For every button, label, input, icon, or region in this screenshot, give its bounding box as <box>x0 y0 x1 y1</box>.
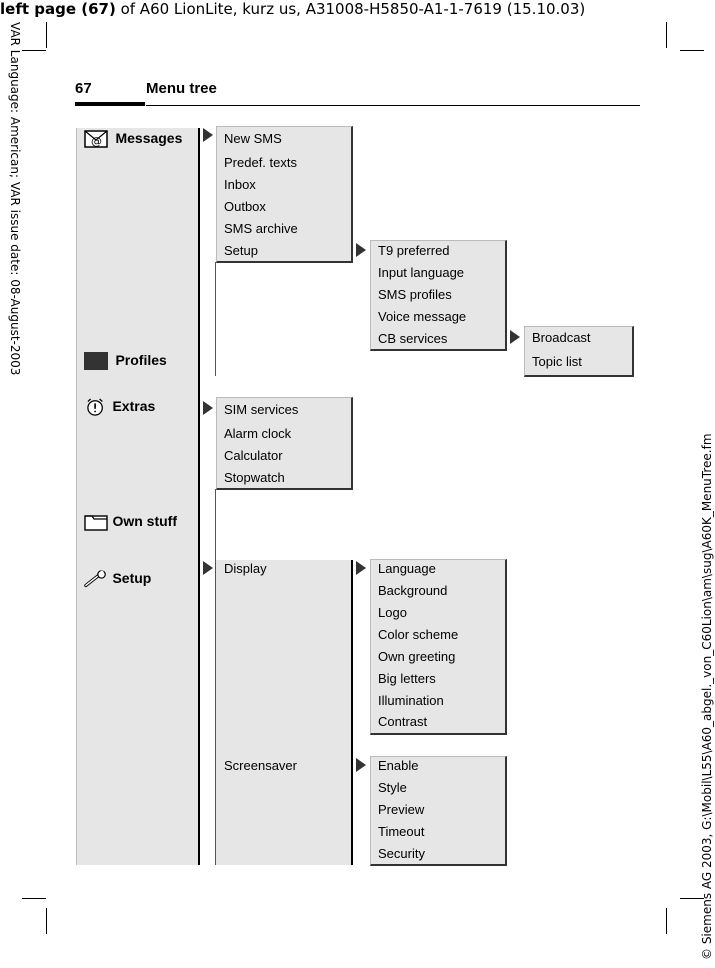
crop-mark <box>46 908 47 934</box>
crop-mark <box>680 50 704 51</box>
main-column-divider <box>198 128 200 865</box>
side-note-right: © Siemens AG 2003, G:\Mobil\L55\A60_abge… <box>700 433 714 960</box>
side-note-left: VAR Language: American; VAR issue date: … <box>8 22 22 376</box>
submenu-column-line <box>215 489 216 865</box>
messages-entry[interactable]: @ Messages <box>84 130 182 148</box>
menu-item-inbox[interactable]: Inbox <box>224 177 256 192</box>
menu-item-calculator[interactable]: Calculator <box>224 448 283 463</box>
crop-mark <box>46 22 47 48</box>
extras-label: Extras <box>112 398 156 415</box>
menu-item-own-greeting[interactable]: Own greeting <box>378 649 456 664</box>
folder-icon <box>84 515 108 531</box>
extras-submenu: SIM services Alarm clock Calculator Stop… <box>216 397 353 490</box>
arrow-right-icon <box>203 128 213 142</box>
setup-column-fill <box>216 560 351 865</box>
heading-rule-thick <box>75 102 145 106</box>
arrow-right-icon <box>510 330 520 344</box>
menu-item-screensaver[interactable]: Screensaver <box>224 758 297 773</box>
menu-item-illumination[interactable]: Illumination <box>378 693 444 708</box>
own-stuff-label: Own stuff <box>112 513 177 530</box>
profiles-entry[interactable]: Profiles <box>84 352 167 370</box>
menu-item-input-language[interactable]: Input language <box>378 265 465 280</box>
svg-text:@: @ <box>91 135 102 148</box>
page-title: Menu tree <box>146 80 217 97</box>
crop-mark <box>666 908 667 934</box>
arrow-right-icon <box>356 758 366 772</box>
extras-entry[interactable]: Extras <box>84 398 155 416</box>
menu-item-color-scheme[interactable]: Color scheme <box>378 627 459 642</box>
menu-item-sim-services[interactable]: SIM services <box>224 402 299 417</box>
menu-item-contrast[interactable]: Contrast <box>378 714 428 729</box>
heading-rule <box>146 105 640 106</box>
menu-item-t9-preferred[interactable]: T9 preferred <box>378 243 450 258</box>
crop-mark <box>22 898 46 899</box>
menu-item-alarm-clock[interactable]: Alarm clock <box>224 426 292 441</box>
wrench-icon <box>84 570 106 588</box>
arrow-right-icon <box>203 561 213 575</box>
menu-item-outbox[interactable]: Outbox <box>224 199 266 214</box>
alarm-clock-icon <box>87 398 103 416</box>
own-stuff-entry[interactable]: Own stuff <box>84 513 177 531</box>
menu-item-logo[interactable]: Logo <box>378 605 407 620</box>
messages-label: Messages <box>115 130 183 147</box>
menu-item-stopwatch[interactable]: Stopwatch <box>224 470 285 485</box>
menu-item-new-sms[interactable]: New SMS <box>224 131 282 146</box>
menu-item-language[interactable]: Language <box>378 561 436 576</box>
main-menu-column <box>76 128 199 865</box>
screensaver-submenu: Enable Style Preview Timeout Security <box>370 756 507 866</box>
arrow-right-icon <box>203 401 213 415</box>
messages-submenu: New SMS Predef. texts Inbox Outbox SMS a… <box>216 126 353 263</box>
header-bold: left page (67) <box>0 0 116 18</box>
setup-entry[interactable]: Setup <box>84 570 151 588</box>
messages-icon: @ <box>84 130 108 148</box>
document-header: left page (67) of A60 LionLite, kurz us,… <box>0 0 585 18</box>
crop-mark <box>666 22 667 48</box>
menu-item-style[interactable]: Style <box>378 780 407 795</box>
menu-item-sms-profiles[interactable]: SMS profiles <box>378 287 452 302</box>
menu-item-display[interactable]: Display <box>224 561 267 576</box>
display-submenu: Language Background Logo Color scheme Ow… <box>370 559 507 735</box>
menu-item-cb-services[interactable]: CB services <box>378 331 448 346</box>
profiles-label: Profiles <box>115 352 167 369</box>
submenu-column-line <box>215 262 216 376</box>
sms-setup-submenu: T9 preferred Input language SMS profiles… <box>370 240 507 351</box>
arrow-right-icon <box>356 561 366 575</box>
menu-item-preview[interactable]: Preview <box>378 802 425 817</box>
menu-item-sms-archive[interactable]: SMS archive <box>224 221 298 236</box>
arrow-right-icon <box>356 243 366 257</box>
menu-item-broadcast[interactable]: Broadcast <box>532 330 591 345</box>
menu-item-timeout[interactable]: Timeout <box>378 824 425 839</box>
profiles-icon <box>84 352 108 370</box>
page-number: 67 <box>75 80 92 97</box>
menu-item-setup[interactable]: Setup <box>224 243 258 258</box>
cb-services-submenu: Broadcast Topic list <box>524 326 634 377</box>
setup-column-divider <box>351 560 353 865</box>
crop-mark <box>680 898 704 899</box>
crop-mark <box>22 50 46 51</box>
menu-item-enable[interactable]: Enable <box>378 758 419 773</box>
menu-item-voice-message[interactable]: Voice message <box>378 309 467 324</box>
header-rest: of A60 LionLite, kurz us, A31008-H5850-A… <box>115 0 586 18</box>
setup-label: Setup <box>112 570 152 587</box>
menu-item-topic-list[interactable]: Topic list <box>532 354 582 369</box>
menu-item-security[interactable]: Security <box>378 846 425 861</box>
menu-item-background[interactable]: Background <box>378 583 448 598</box>
menu-item-predef-texts[interactable]: Predef. texts <box>224 155 297 170</box>
menu-item-big-letters[interactable]: Big letters <box>378 671 436 686</box>
